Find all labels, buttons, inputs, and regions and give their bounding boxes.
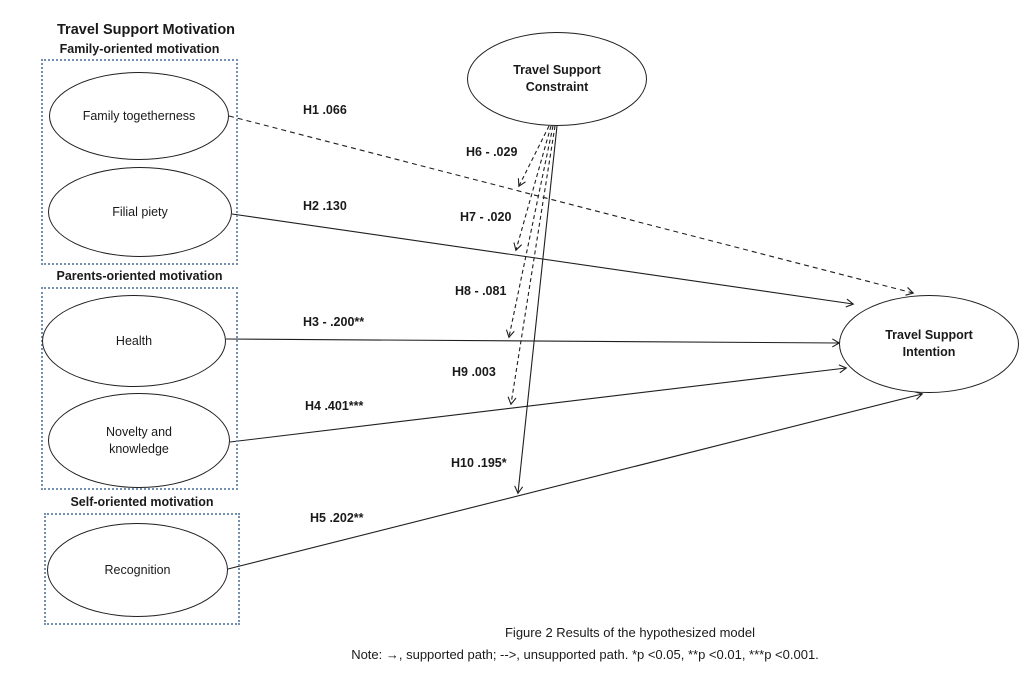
path-label-h2: H2 .130 [303, 199, 347, 213]
construct-label: Travel Support Intention [885, 328, 973, 359]
construct-label: Family togetherness [82, 108, 196, 123]
construct-health: Health [42, 295, 226, 387]
construct-filial-piety: Filial piety [48, 167, 232, 257]
group-box-self-oriented [44, 513, 240, 625]
diagram-title: Travel Support Motivation [57, 22, 236, 38]
group-box-parents-oriented [41, 287, 238, 490]
path-line-h8 [505, 125, 554, 339]
construct-travel-support-constraint: Travel Support Constraint [467, 32, 647, 126]
group-box-family-oriented [41, 59, 238, 265]
path-line-h4 [229, 364, 848, 443]
group-label-parents-oriented: Parents-oriented motivation [56, 269, 223, 283]
path-line-h5 [227, 391, 924, 570]
path-label-h5: H5 .202** [310, 511, 364, 525]
group-label-family-oriented: Family-oriented motivation [59, 42, 220, 56]
path-label-h4: H4 .401*** [305, 399, 364, 413]
construct-label: Health [115, 333, 153, 348]
path-line-h10 [514, 125, 558, 495]
figure-note: Note: →, supported path; -->, unsupporte… [351, 647, 819, 662]
path-label-h9: H9 .003 [452, 365, 496, 379]
path-line-h7 [513, 125, 552, 252]
construct-label: Recognition [104, 562, 171, 577]
path-line-h3 [225, 338, 841, 348]
path-label-h8: H8 - .081 [455, 284, 507, 298]
path-label-h1: H1 .066 [303, 103, 347, 117]
path-label-h7: H7 - .020 [460, 210, 512, 224]
path-label-h6: H6 - .029 [466, 145, 518, 159]
construct-label: Filial piety [112, 204, 168, 219]
construct-label: Novelty and knowledge [105, 424, 172, 456]
path-label-h3: H3 - .200** [303, 315, 365, 329]
path-line-h6 [517, 125, 550, 188]
group-label-self-oriented: Self-oriented motivation [70, 495, 214, 509]
path-line-h9 [507, 125, 556, 406]
construct-family-togetherness: Family togetherness [49, 72, 229, 160]
construct-recognition: Recognition [47, 523, 228, 617]
path-label-h10: H10 .195* [451, 456, 507, 470]
construct-label: Travel Support Constraint [513, 63, 601, 94]
construct-travel-support-intention: Travel Support Intention [839, 295, 1019, 393]
path-line-h1 [228, 115, 915, 296]
figure-caption: Figure 2 Results of the hypothesized mod… [504, 625, 756, 640]
construct-novelty-knowledge: Novelty and knowledge [48, 393, 230, 488]
